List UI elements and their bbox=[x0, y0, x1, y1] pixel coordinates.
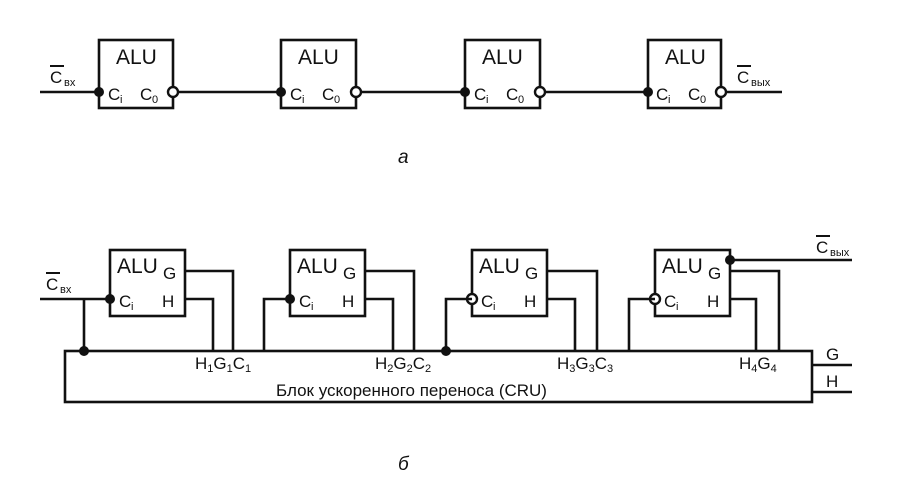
a-ci-node bbox=[643, 87, 653, 97]
a-co-node bbox=[714, 85, 728, 99]
b-input-sub: вх bbox=[60, 284, 72, 296]
a-alu-ci-sub: i bbox=[302, 94, 304, 106]
cru-port-h4: H4G4 bbox=[739, 354, 777, 375]
a-ci-node bbox=[276, 87, 286, 97]
cru-port-h3: H3G3C3 bbox=[557, 354, 613, 375]
b-alu-g: G bbox=[525, 264, 538, 283]
b-alu-block-2: ALU G C i H bbox=[285, 248, 367, 318]
b-c1-wire bbox=[262, 297, 290, 351]
a-alu-block-2: ALU C i C 0 bbox=[276, 38, 363, 110]
b-alu-title: ALU bbox=[297, 255, 338, 278]
b-h2-wire bbox=[365, 297, 395, 351]
b-alu-ci-sub: i bbox=[493, 301, 495, 313]
a-alu-co: C bbox=[322, 85, 334, 104]
a-alu-ci-sub: i bbox=[486, 94, 488, 106]
cru-out-h: H bbox=[826, 372, 838, 391]
a-alu-ci-sub: i bbox=[120, 94, 122, 106]
a-alu-block-1: ALU C i C 0 bbox=[94, 38, 180, 110]
b-alu-ci-sub: i bbox=[311, 301, 313, 313]
a-output-label: C bbox=[737, 68, 749, 87]
caption-a: а bbox=[398, 147, 409, 168]
b-alu-ci: C bbox=[664, 292, 676, 311]
b-alu-ci-sub: i bbox=[676, 301, 678, 313]
a-co-node bbox=[166, 85, 180, 99]
a-alu-ci: C bbox=[656, 85, 668, 104]
a-alu-title: ALU bbox=[116, 46, 157, 69]
b-alu-block-1: ALU G C i H bbox=[105, 248, 187, 318]
b-alu-title: ALU bbox=[662, 255, 703, 278]
a-alu-co-sub: 0 bbox=[518, 94, 524, 106]
a-alu-block-3: ALU C i C 0 bbox=[460, 38, 547, 110]
a-alu-block-4: ALU C i C 0 bbox=[643, 38, 728, 110]
a-ci-node bbox=[460, 87, 470, 97]
b-alu-h: H bbox=[342, 292, 354, 311]
b-alu-g: G bbox=[343, 264, 356, 283]
a-co-node bbox=[533, 85, 547, 99]
b-h3-wire bbox=[547, 297, 577, 351]
b-h1-wire bbox=[185, 297, 215, 351]
b-g2-wire bbox=[365, 269, 416, 351]
a-alu-title: ALU bbox=[298, 46, 339, 69]
cru-port-labels: H1G1C1 H2G2C2 H3G3C3 H4G4 bbox=[195, 354, 777, 375]
a-alu-co: C bbox=[140, 85, 152, 104]
b-alu-g: G bbox=[163, 264, 176, 283]
cru-label: Блок ускоренного переноса (CRU) bbox=[276, 381, 547, 400]
b-g3-wire bbox=[547, 269, 599, 351]
b-input-label: C bbox=[46, 275, 58, 294]
a-alu-ci: C bbox=[290, 85, 302, 104]
diagram-a: C вх C вых ALU C i C 0 ALU C i C 0 bbox=[40, 38, 782, 168]
b-output-sub: вых bbox=[830, 247, 850, 259]
cru-out-g: G bbox=[826, 345, 839, 364]
b-alu-h: H bbox=[524, 292, 536, 311]
b-alu-ci: C bbox=[119, 292, 131, 311]
b-alu-h: H bbox=[162, 292, 174, 311]
a-alu-co: C bbox=[688, 85, 700, 104]
cru-block bbox=[63, 349, 814, 404]
a-alu-co: C bbox=[506, 85, 518, 104]
b-g1-wire bbox=[185, 269, 235, 351]
a-alu-co-sub: 0 bbox=[700, 94, 706, 106]
b-alu-ci: C bbox=[299, 292, 311, 311]
b-c3-wire bbox=[627, 297, 655, 351]
b-ci-node bbox=[105, 294, 115, 304]
b-h4-wire bbox=[730, 297, 758, 351]
diagram-b: Блок ускоренного переноса (CRU) C вх ALU… bbox=[40, 235, 852, 475]
cru-port-h2: H2G2C2 bbox=[375, 354, 431, 375]
a-ci-node bbox=[94, 87, 104, 97]
a-co-node bbox=[349, 85, 363, 99]
b-alu-g: G bbox=[708, 264, 721, 283]
a-input-label: C bbox=[50, 68, 62, 87]
a-alu-title: ALU bbox=[665, 46, 706, 69]
a-alu-ci-sub: i bbox=[668, 94, 670, 106]
a-output-sub: вых bbox=[751, 77, 771, 89]
b-c2-node bbox=[441, 346, 451, 356]
a-alu-co-sub: 0 bbox=[152, 94, 158, 106]
b-alu-h: H bbox=[707, 292, 719, 311]
a-alu-co-sub: 0 bbox=[334, 94, 340, 106]
b-alu-block-3: ALU G C i H bbox=[465, 248, 549, 318]
a-alu-ci: C bbox=[108, 85, 120, 104]
b-alu-ci: C bbox=[481, 292, 493, 311]
a-input-sub: вх bbox=[64, 77, 76, 89]
b-c2-wire bbox=[444, 297, 472, 351]
b-output-label: C bbox=[816, 238, 828, 257]
a-alu-ci: C bbox=[474, 85, 486, 104]
b-alu-ci-sub: i bbox=[131, 301, 133, 313]
b-alu-title: ALU bbox=[479, 255, 520, 278]
a-alu-title: ALU bbox=[482, 46, 523, 69]
b-alu-title: ALU bbox=[117, 255, 158, 278]
b-g4-wire bbox=[730, 269, 781, 351]
caption-b: б bbox=[398, 454, 410, 475]
b-alu-block-4: ALU G C i H bbox=[648, 248, 735, 318]
cru-port-h1: H1G1C1 bbox=[195, 354, 251, 375]
b-input-cru-node bbox=[79, 346, 89, 356]
